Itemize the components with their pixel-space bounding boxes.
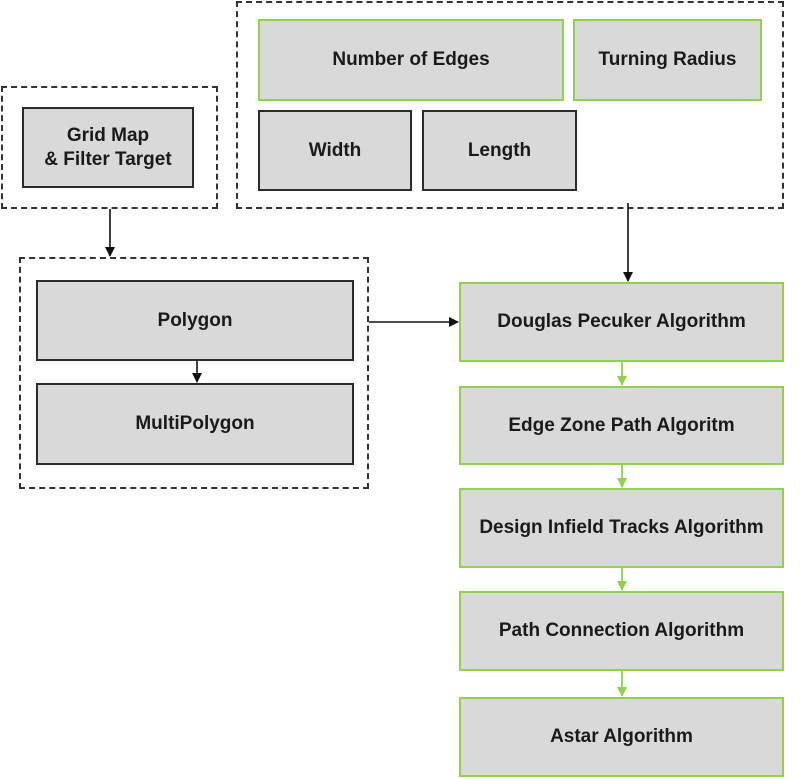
multipolygon-box: MultiPolygon xyxy=(36,383,354,465)
grid-map-filter-target-box: Grid Map & Filter Target xyxy=(22,107,194,188)
douglas-pecuker-label: Douglas Pecuker Algorithm xyxy=(497,311,746,333)
douglas-pecuker-box: Douglas Pecuker Algorithm xyxy=(459,282,784,362)
width-label: Width xyxy=(308,139,362,161)
length-box: Length xyxy=(422,110,577,191)
polygon-label: Polygon xyxy=(157,309,233,331)
number-of-edges-label: Number of Edges xyxy=(332,49,490,71)
grid-map-label: Grid Map xyxy=(66,124,150,146)
edge-zone-path-label: Edge Zone Path Algoritm xyxy=(508,414,735,436)
length-label: Length xyxy=(467,139,532,161)
astar-box: Astar Algorithm xyxy=(459,697,784,777)
width-box: Width xyxy=(258,110,412,191)
design-infield-tracks-box: Design Infield Tracks Algorithm xyxy=(459,488,784,568)
path-connection-box: Path Connection Algorithm xyxy=(459,591,784,671)
polygon-box: Polygon xyxy=(36,280,354,361)
path-connection-label: Path Connection Algorithm xyxy=(498,620,745,642)
turning-radius-box: Turning Radius xyxy=(573,19,762,101)
number-of-edges-box: Number of Edges xyxy=(258,19,564,101)
design-infield-tracks-label: Design Infield Tracks Algorithm xyxy=(479,517,764,539)
edge-zone-path-box: Edge Zone Path Algoritm xyxy=(459,386,784,465)
astar-label: Astar Algorithm xyxy=(550,726,693,748)
multipolygon-label: MultiPolygon xyxy=(135,413,255,435)
turning-radius-label: Turning Radius xyxy=(598,49,737,71)
filter-target-label: & Filter Target xyxy=(44,148,172,170)
